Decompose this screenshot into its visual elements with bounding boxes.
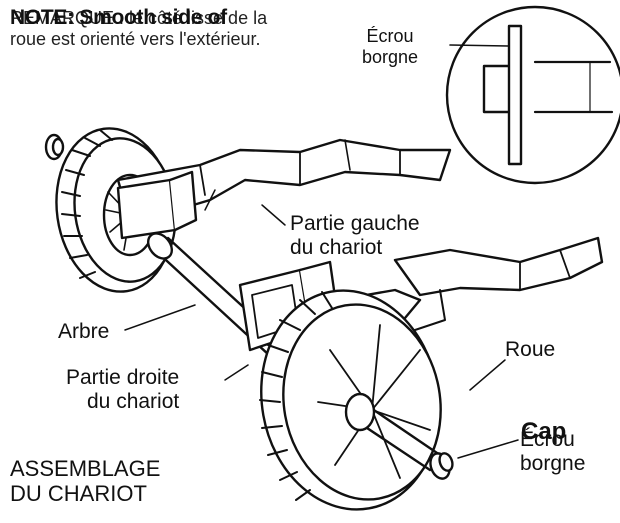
leader-lines — [124, 189, 519, 459]
note-french-line2: roue est orienté vers l'extérieur. — [10, 29, 261, 50]
right-frame-label-line2: du chariot — [87, 390, 180, 414]
caption-line1: ASSEMBLAGE — [10, 456, 161, 481]
left-frame-label-line1: Partie gauche — [290, 212, 420, 235]
inset-label-line2: borgne — [362, 46, 419, 67]
diagram-caption: ASSEMBLAGE DU CHARIOT — [10, 456, 160, 507]
cap-nut-label-line2: borgne — [520, 452, 586, 476]
cap-nut-label: Écrou borgne — [520, 428, 585, 476]
inset-label-line1: Écrou — [366, 26, 414, 46]
right-frame-label-line1: Partie droite — [66, 366, 180, 389]
cap-nut-label-line1: Écrou — [520, 428, 575, 451]
right-frame-label: Partie droite du chariot — [66, 366, 179, 414]
note-french-line1: REMARQUE : le côté lisse de la — [10, 8, 268, 28]
detail-inset — [445, 5, 620, 185]
right-frame-rear — [393, 236, 604, 336]
left-frame-label-line2: du chariot — [290, 236, 383, 260]
note-english-overlay: NOTE: Smooth side of — [10, 6, 227, 29]
left-frame-label: Partie gauche du chariot — [290, 212, 420, 260]
caption-line2: DU CHARIOT — [10, 481, 147, 507]
wheel-label: Roue — [505, 338, 556, 361]
left-frame — [116, 138, 452, 240]
right-wheel — [259, 289, 454, 511]
note-french: REMARQUE : le côté lisse de la roue est … — [10, 8, 267, 50]
cap-label-overlay: Cap — [521, 418, 567, 445]
axle-label: Arbre — [58, 320, 110, 343]
inset-cap-nut-label: Écrou borgne — [362, 26, 418, 67]
